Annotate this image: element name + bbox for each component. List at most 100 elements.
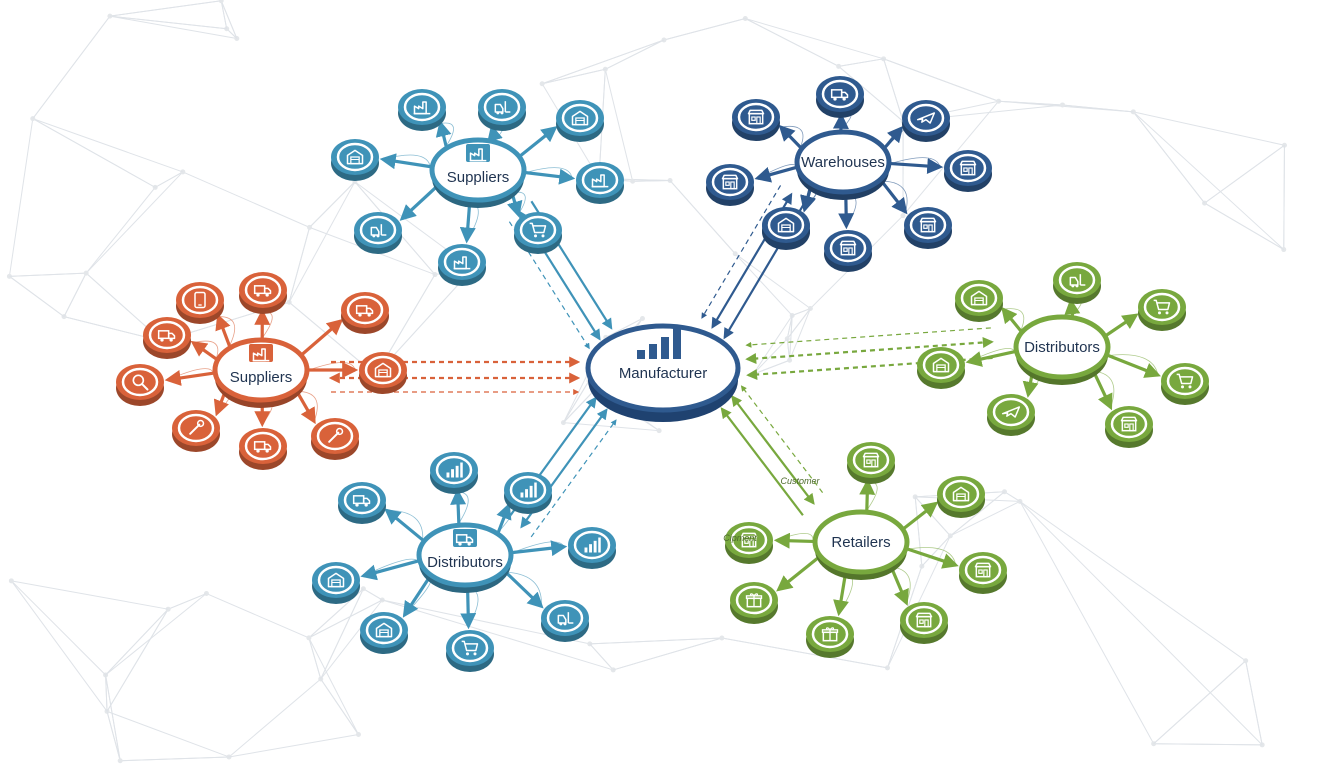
leaf-link-retailers [773,532,814,549]
cluster-nodes: SuppliersWarehousesSuppliersDistributors… [116,76,1209,672]
mesh-line [9,275,65,318]
mesh-line [1153,743,1263,746]
mesh-line [10,580,106,676]
leaf-node-distributors-bottom-4[interactable] [312,562,360,604]
hub-node-distributors-right[interactable]: Distributors [1013,314,1111,385]
leaf-node-suppliers-left-1[interactable] [239,272,287,314]
hub-node-retailers[interactable]: Retailers [812,509,910,580]
leaf-link-distributors-bottom [496,502,512,533]
leaf-node-distributors-right-2[interactable] [1138,289,1186,331]
leaf-node-suppliers-top-7[interactable] [438,244,486,286]
leaf-node-distributors-bottom-1[interactable] [504,472,552,514]
leaf-node-suppliers-top-5[interactable] [354,212,402,254]
mesh-line [106,711,121,761]
manufacturer-node[interactable]: Manufacturer [585,323,741,422]
leaf-node-suppliers-top-1[interactable] [478,89,526,131]
leaf-node-suppliers-left-7[interactable] [239,428,287,470]
leaf-node-suppliers-top-0[interactable] [398,89,446,131]
leaf-node-suppliers-left-3[interactable] [143,317,191,359]
leaf-link-retailers [859,478,876,511]
leaf-node-suppliers-top-2[interactable] [556,100,604,142]
mesh-line [109,15,227,30]
mesh-line [106,608,169,712]
leaf-node-retailers-6[interactable] [725,522,773,564]
leaf-node-distributors-bottom-5[interactable] [360,612,408,654]
mesh-line [288,227,311,303]
mesh-line [63,272,87,317]
mesh-line [308,637,322,680]
leaf-node-distributors-bottom-6[interactable] [446,630,494,672]
leaf-node-distributors-bottom-7[interactable] [541,600,589,642]
hub-node-suppliers-top[interactable]: Suppliers [429,137,527,208]
mesh-line [109,15,237,39]
leaf-node-warehouses-3[interactable] [706,164,754,206]
mesh-line [1062,104,1134,113]
mesh-line [605,39,665,70]
leaf-node-suppliers-left-4[interactable] [359,352,407,394]
leaf-node-warehouses-7[interactable] [904,207,952,249]
leaf-node-retailers-2[interactable] [959,552,1007,594]
mesh-line [308,637,359,735]
mesh-line [10,580,108,712]
leaf-node-distributors-right-3[interactable] [917,347,965,389]
mesh-line [105,674,121,761]
leaf-node-suppliers-left-5[interactable] [116,364,164,406]
leaf-node-distributors-right-6[interactable] [1105,406,1153,448]
leaf-node-warehouses-6[interactable] [824,230,872,272]
center-link-retailers [720,407,804,516]
leaf-node-warehouses-2[interactable] [902,100,950,142]
leaf-curve-warehouses [890,157,941,168]
leaf-node-retailers-1[interactable] [937,476,985,518]
mesh-line [228,678,322,758]
leaf-link-suppliers-top [487,124,503,142]
leaf-node-suppliers-top-6[interactable] [514,212,562,254]
leaf-node-warehouses-8[interactable] [762,207,810,249]
mesh-line [32,118,156,188]
leaf-node-suppliers-top-4[interactable] [576,162,624,204]
leaf-node-suppliers-left-6[interactable] [172,410,220,452]
hub-node-suppliers-left[interactable]: Suppliers [212,337,310,408]
mesh-line [1019,501,1263,746]
mesh-line [220,0,238,39]
leaf-curve-suppliers-top [520,127,556,156]
mesh-line [887,535,951,669]
mesh-line [1204,202,1285,250]
cluster-links [164,112,1161,630]
leaf-node-retailers-3[interactable] [900,602,948,644]
hub-node-distributors-bottom[interactable]: Distributors [416,522,514,593]
leaf-link-distributors-bottom [504,570,544,609]
mesh-line [883,58,904,122]
leaf-node-retailers-4[interactable] [806,616,854,658]
mesh-line [1019,501,1155,744]
leaf-node-warehouses-4[interactable] [944,150,992,192]
extra-label-retailers-0: Customer [780,476,820,486]
mesh-line [792,308,811,316]
leaf-node-retailers-5[interactable] [730,582,778,624]
hub-node-warehouses[interactable]: Warehouses [794,129,892,200]
leaf-node-distributors-bottom-2[interactable] [338,482,386,524]
leaf-link-distributors-right [1001,306,1022,332]
leaf-node-retailers-0[interactable] [847,442,895,484]
mesh-line [838,58,884,67]
leaf-node-warehouses-1[interactable] [816,76,864,118]
leaf-curve-distributors-right [1106,313,1138,336]
leaf-curve-retailers [904,502,937,529]
leaf-node-distributors-bottom-3[interactable] [568,527,616,569]
center-link-retailers [731,394,815,505]
leaf-curve-suppliers-top [440,122,454,147]
leaf-node-distributors-right-0[interactable] [955,280,1003,322]
leaf-link-distributors-right [1064,298,1081,316]
mesh-line [1132,111,1205,204]
leaf-node-distributors-right-1[interactable] [1053,262,1101,304]
leaf-node-distributors-right-4[interactable] [1161,363,1209,405]
leaf-node-suppliers-left-8[interactable] [311,418,359,460]
leaf-node-suppliers-left-2[interactable] [341,292,389,334]
leaf-node-distributors-right-5[interactable] [987,394,1035,436]
leaf-node-suppliers-left-0[interactable] [176,282,224,324]
mesh-dot [117,758,123,764]
leaf-node-suppliers-top-3[interactable] [331,139,379,181]
leaf-curve-suppliers-left [193,340,219,359]
leaf-node-distributors-bottom-0[interactable] [430,452,478,494]
leaf-node-warehouses-0[interactable] [732,99,780,141]
